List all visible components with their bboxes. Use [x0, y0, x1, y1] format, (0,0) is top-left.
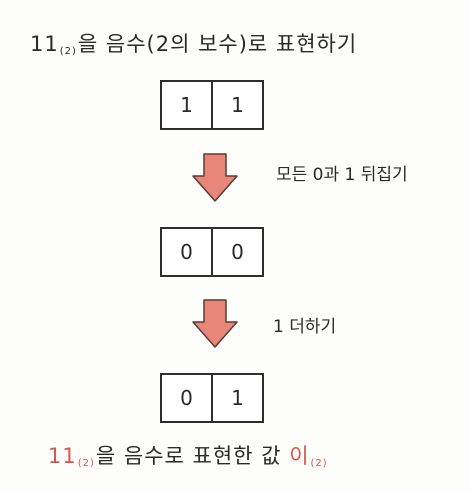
bit-cell: 1 — [211, 375, 262, 421]
bit-cell: 0 — [211, 229, 262, 275]
step-label-add-one: 1 더하기 — [273, 317, 337, 337]
bit-cell: 1 — [211, 82, 262, 128]
result-caption: 11(2)을 음수로 표현한 값 이(2) — [48, 440, 329, 470]
page-title: 11(2)을 음수(2의 보수)로 표현하기 — [30, 28, 357, 58]
result-number: 11 — [48, 444, 77, 468]
bit-cell: 0 — [180, 386, 193, 410]
bit-cell: 1 — [180, 93, 193, 117]
title-base: (2) — [59, 46, 77, 57]
step-label-invert: 모든 0과 1 뒤집기 — [276, 165, 408, 185]
result-text: 을 음수로 표현한 값 — [95, 444, 282, 468]
bit-box-original: 1 1 — [160, 80, 264, 130]
down-arrow-icon — [192, 299, 238, 348]
down-arrow-icon — [192, 153, 238, 202]
bit-box-inverted: 0 0 — [160, 227, 264, 277]
bit-box-result: 0 1 — [160, 373, 264, 423]
title-text: 을 음수(2의 보수)로 표현하기 — [77, 32, 358, 56]
result-value-prefix: 이 — [289, 444, 310, 468]
result-value-base: (2) — [310, 458, 328, 469]
result-base: (2) — [77, 458, 95, 469]
title-number: 11 — [30, 32, 59, 56]
bit-cell: 0 — [180, 240, 193, 264]
